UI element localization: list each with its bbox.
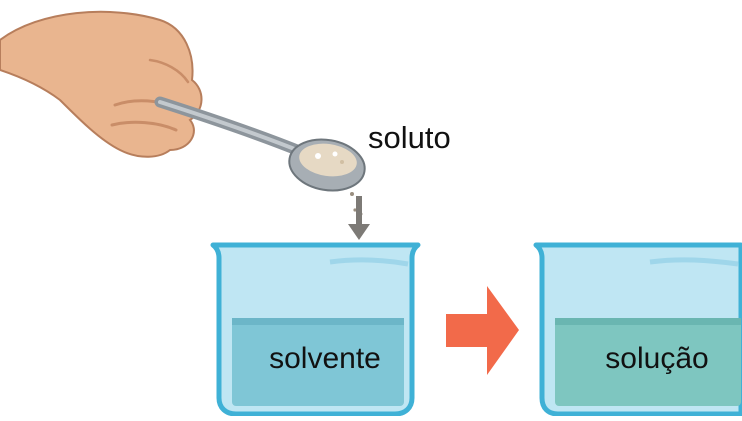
hand-icon [0,10,203,158]
solution-label: solução [605,342,709,375]
right-arrow-icon [446,286,519,375]
beaker-solvent [210,242,421,417]
solute-label: soluto [368,120,451,155]
spoon-icon [154,96,366,192]
down-arrow-icon [348,196,370,240]
solvent-label: solvente [269,342,381,375]
beaker-solution [533,242,742,417]
